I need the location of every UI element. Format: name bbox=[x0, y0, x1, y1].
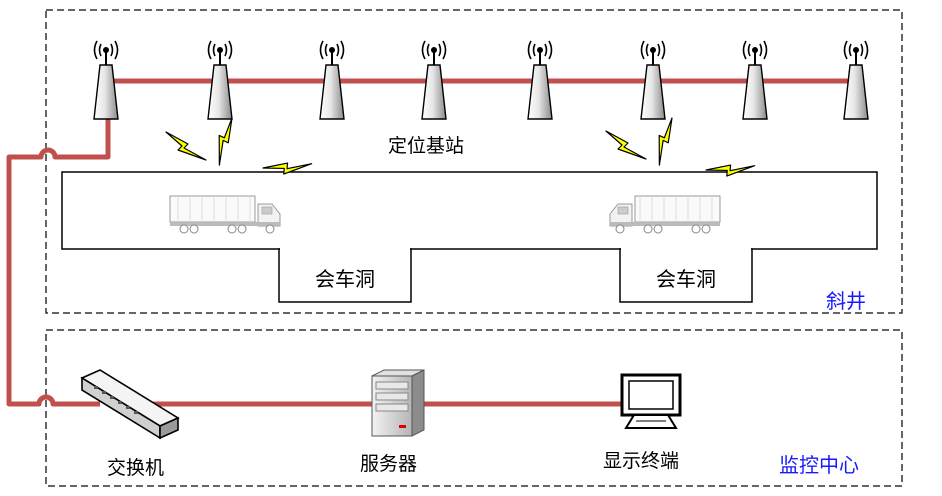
passing-bay-2-label: 会车洞 bbox=[656, 267, 716, 291]
display-terminal-label: 显示终端 bbox=[603, 450, 680, 472]
lightning-icon bbox=[205, 117, 247, 166]
server-label: 服务器 bbox=[360, 453, 418, 475]
passing-bay-1 bbox=[278, 248, 412, 303]
base-station-label: 定位基站 bbox=[388, 135, 465, 157]
server-icon bbox=[371, 369, 425, 437]
lightning-icon bbox=[605, 130, 647, 160]
incline-shaft-label: 斜井 bbox=[826, 289, 866, 313]
switch-icon bbox=[80, 369, 180, 440]
passing-bay-1-label: 会车洞 bbox=[315, 267, 375, 291]
monitoring-center-region bbox=[45, 329, 903, 487]
monitor-icon bbox=[620, 373, 682, 429]
monitoring-center-label: 监控中心 bbox=[779, 453, 859, 477]
incline-shaft-region bbox=[45, 9, 903, 314]
network-links bbox=[6, 78, 856, 407]
lightning-icon bbox=[165, 131, 207, 161]
lightning-icon bbox=[645, 117, 687, 166]
switch-label: 交换机 bbox=[107, 457, 165, 479]
